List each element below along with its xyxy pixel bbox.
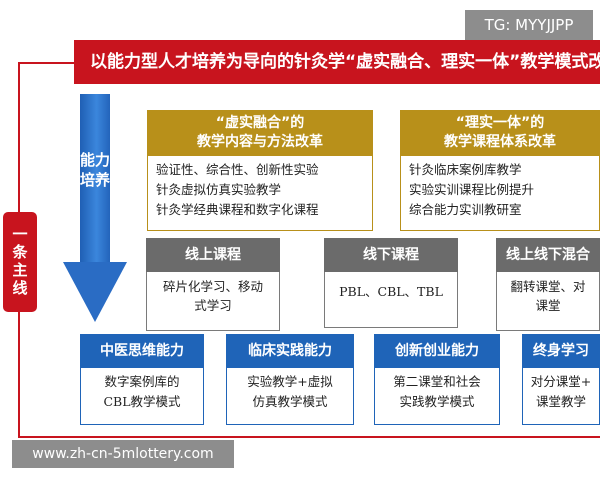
grey-box-text: PBL、CBL、TBL xyxy=(324,272,458,328)
arrow-head-icon xyxy=(63,262,127,322)
grey-box-title: 线上线下混合 xyxy=(496,238,600,272)
grey-box-text: 翻转课堂、对 课堂 xyxy=(496,272,600,331)
grey-box-title: 线下课程 xyxy=(324,238,458,272)
gold-box-items: 验证性、综合性、创新性实验 针灸虚拟仿真实验教学 针灸学经典课程和数字化课程 xyxy=(147,156,373,231)
blue-box-clinical-practice: 临床实践能力 实验教学+虚拟 仿真教学模式 xyxy=(226,334,354,425)
blue-box-line1: 第二课堂和社会 xyxy=(393,374,481,389)
blue-box-line1: 数字案例库的 xyxy=(104,374,180,389)
blue-box-text: 对分课堂+ 课堂教学 xyxy=(522,368,600,425)
blue-box-title: 临床实践能力 xyxy=(226,334,354,368)
down-arrow-icon xyxy=(80,94,110,264)
grey-box-line2: 式学习 xyxy=(194,298,232,313)
grey-box-line1: PBL、CBL、TBL xyxy=(339,284,443,299)
gold-box-title-line1: “虚实融合”的 xyxy=(215,115,305,131)
blue-box-line1: 实验教学+虚拟 xyxy=(247,374,333,389)
blue-box-line2: 仿真教学模式 xyxy=(252,394,328,409)
gold-box-title: “虚实融合”的 教学内容与方法改革 xyxy=(147,110,373,156)
gold-box-item: 实验实训课程比例提升 xyxy=(409,182,535,197)
blue-box-text: 数字案例库的 CBL教学模式 xyxy=(80,368,204,425)
blue-box-innovation: 创新创业能力 第二课堂和社会 实践教学模式 xyxy=(374,334,500,425)
banner-title: 以能力型人才培养为导向的针灸学“虚实融合、理实一体”教学模式改 xyxy=(74,40,600,84)
blue-box-line2: 课堂教学 xyxy=(535,394,586,409)
blue-box-line2: CBL教学模式 xyxy=(103,394,181,409)
blue-box-text: 第二课堂和社会 实践教学模式 xyxy=(374,368,500,425)
watermark-top: TG: MYYJJPP xyxy=(465,10,593,40)
gold-box-title-line1: “理实一体”的 xyxy=(455,115,545,131)
gold-box-virtual-real: “虚实融合”的 教学内容与方法改革 验证性、综合性、创新性实验 针灸虚拟仿真实验… xyxy=(147,110,373,231)
blue-box-title: 中医思维能力 xyxy=(80,334,204,368)
grey-box-text: 碎片化学习、移动 式学习 xyxy=(146,272,280,331)
main-line-connector-bottom xyxy=(18,436,600,438)
blue-box-text: 实验教学+虚拟 仿真教学模式 xyxy=(226,368,354,425)
blue-box-tcm-thinking: 中医思维能力 数字案例库的 CBL教学模式 xyxy=(80,334,204,425)
blue-box-line2: 实践教学模式 xyxy=(399,394,475,409)
grey-box-online: 线上课程 碎片化学习、移动 式学习 xyxy=(146,238,280,331)
gold-box-item: 综合能力实训教研室 xyxy=(409,202,522,217)
grey-box-line2: 课堂 xyxy=(535,298,561,313)
gold-box-item: 针灸学经典课程和数字化课程 xyxy=(156,202,319,217)
grey-box-line1: 翻转课堂、对 xyxy=(510,279,586,294)
grey-box-title: 线上课程 xyxy=(146,238,280,272)
blue-box-title: 创新创业能力 xyxy=(374,334,500,368)
main-line-label: 一条主线 xyxy=(3,212,37,312)
grey-box-line1: 碎片化学习、移动 xyxy=(162,279,263,294)
watermark-bottom: www.zh-cn-5mlottery.com xyxy=(12,440,234,468)
gold-box-title: “理实一体”的 教学课程体系改革 xyxy=(400,110,600,156)
blue-box-lifelong-learning: 终身学习 对分课堂+ 课堂教学 xyxy=(522,334,600,425)
gold-box-items: 针灸临床案例库教学 实验实训课程比例提升 综合能力实训教研室 xyxy=(400,156,600,231)
gold-box-item: 针灸临床案例库教学 xyxy=(409,162,522,177)
blue-box-title: 终身学习 xyxy=(522,334,600,368)
grey-box-blended: 线上线下混合 翻转课堂、对 课堂 xyxy=(496,238,600,331)
blue-box-line1: 对分课堂+ xyxy=(530,374,592,389)
gold-box-item: 针灸虚拟仿真实验教学 xyxy=(156,182,282,197)
gold-box-item: 验证性、综合性、创新性实验 xyxy=(156,162,319,177)
gold-box-theory-practice: “理实一体”的 教学课程体系改革 针灸临床案例库教学 实验实训课程比例提升 综合… xyxy=(400,110,600,231)
gold-box-title-line2: 教学课程体系改革 xyxy=(444,134,556,150)
ability-cultivation-label: 能力培养 xyxy=(80,151,111,189)
main-line-connector-top xyxy=(18,62,76,64)
gold-box-title-line2: 教学内容与方法改革 xyxy=(197,134,323,150)
grey-box-offline: 线下课程 PBL、CBL、TBL xyxy=(324,238,458,328)
